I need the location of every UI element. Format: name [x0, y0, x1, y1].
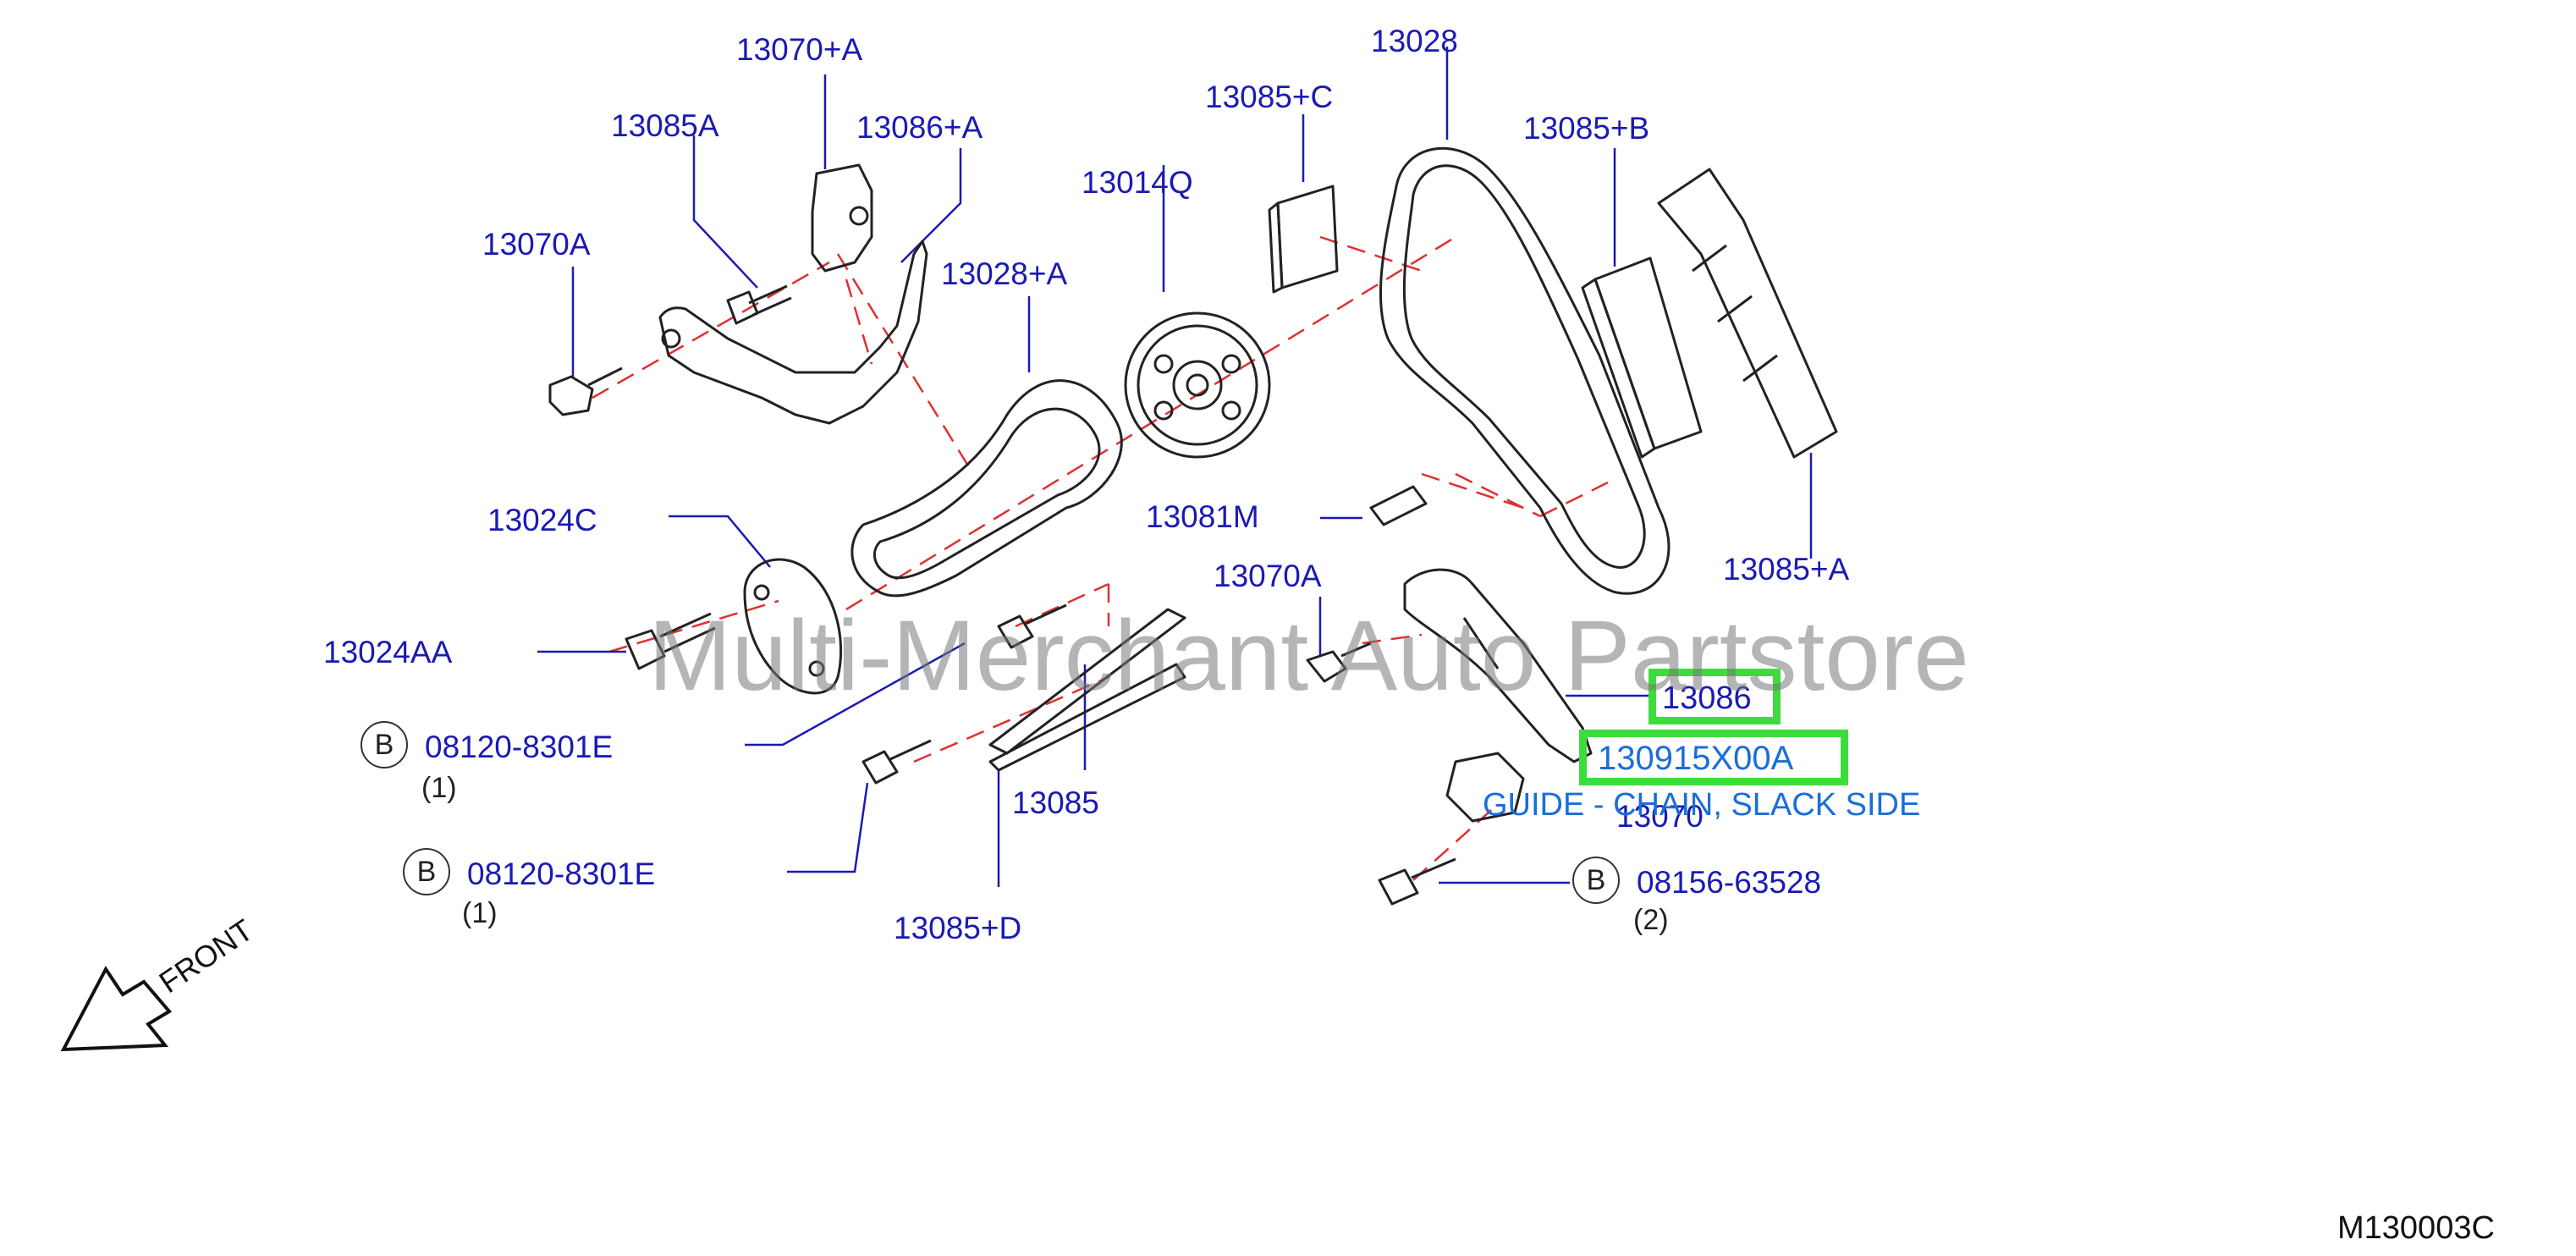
label-13085-b[interactable]: 13085+B [1523, 111, 1650, 146]
label-13081m[interactable]: 13081M [1146, 499, 1259, 534]
label-13024aa[interactable]: 13024AA [323, 635, 453, 669]
diagram-code: M130003C [2337, 1210, 2495, 1246]
label-13024c[interactable]: 13024C [487, 503, 597, 537]
bolt-marker-b-first: B [361, 721, 408, 768]
label-13070a-mid[interactable]: 13070A [1214, 559, 1322, 593]
label-selected-part-number[interactable]: 130915X00A [1598, 740, 1794, 777]
label-13070[interactable]: 13070 [1616, 799, 1704, 834]
parts-outlines [548, 146, 1838, 906]
label-13085-d[interactable]: 13085+D [894, 911, 1022, 945]
highlight-box-13086[interactable] [1649, 669, 1781, 724]
label-13070a-left[interactable]: 13070A [482, 227, 591, 262]
quantity-08120-first: (1) [421, 772, 457, 804]
label-08156-63528[interactable]: 08156-63528 [1637, 865, 1822, 900]
label-13085-c[interactable]: 13085+C [1205, 80, 1334, 114]
label-13086-a[interactable]: 13086+A [856, 110, 983, 145]
label-13014q[interactable]: 13014Q [1082, 165, 1193, 200]
label-13085[interactable]: 13085 [1012, 785, 1099, 820]
watermark-text: Multi-Merchant Auto Partstore [648, 600, 1969, 712]
bolt-marker-b-second: B [403, 848, 450, 895]
label-13028-a[interactable]: 13028+A [941, 256, 1068, 291]
label-08120-8301e-first[interactable]: 08120-8301E [425, 730, 614, 764]
quantity-08156: (2) [1633, 904, 1669, 936]
tooltip-part-description: GUIDE - CHAIN, SLACK SIDE [1483, 787, 1921, 823]
alignment-lines [592, 235, 1609, 881]
front-arrow-icon [60, 966, 173, 1052]
label-13028[interactable]: 13028 [1371, 24, 1458, 58]
bolt-marker-b-third: B [1572, 857, 1620, 904]
label-13085a[interactable]: 13085A [611, 108, 719, 143]
label-08120-8301e-second[interactable]: 08120-8301E [467, 857, 656, 891]
label-13070-a-top[interactable]: 13070+A [736, 32, 863, 67]
highlight-box-selected[interactable] [1579, 730, 1848, 785]
label-13086-highlighted[interactable]: 13086 [1662, 680, 1752, 716]
label-13085-a-right[interactable]: 13085+A [1723, 552, 1850, 587]
quantity-08120-second: (1) [462, 897, 498, 929]
